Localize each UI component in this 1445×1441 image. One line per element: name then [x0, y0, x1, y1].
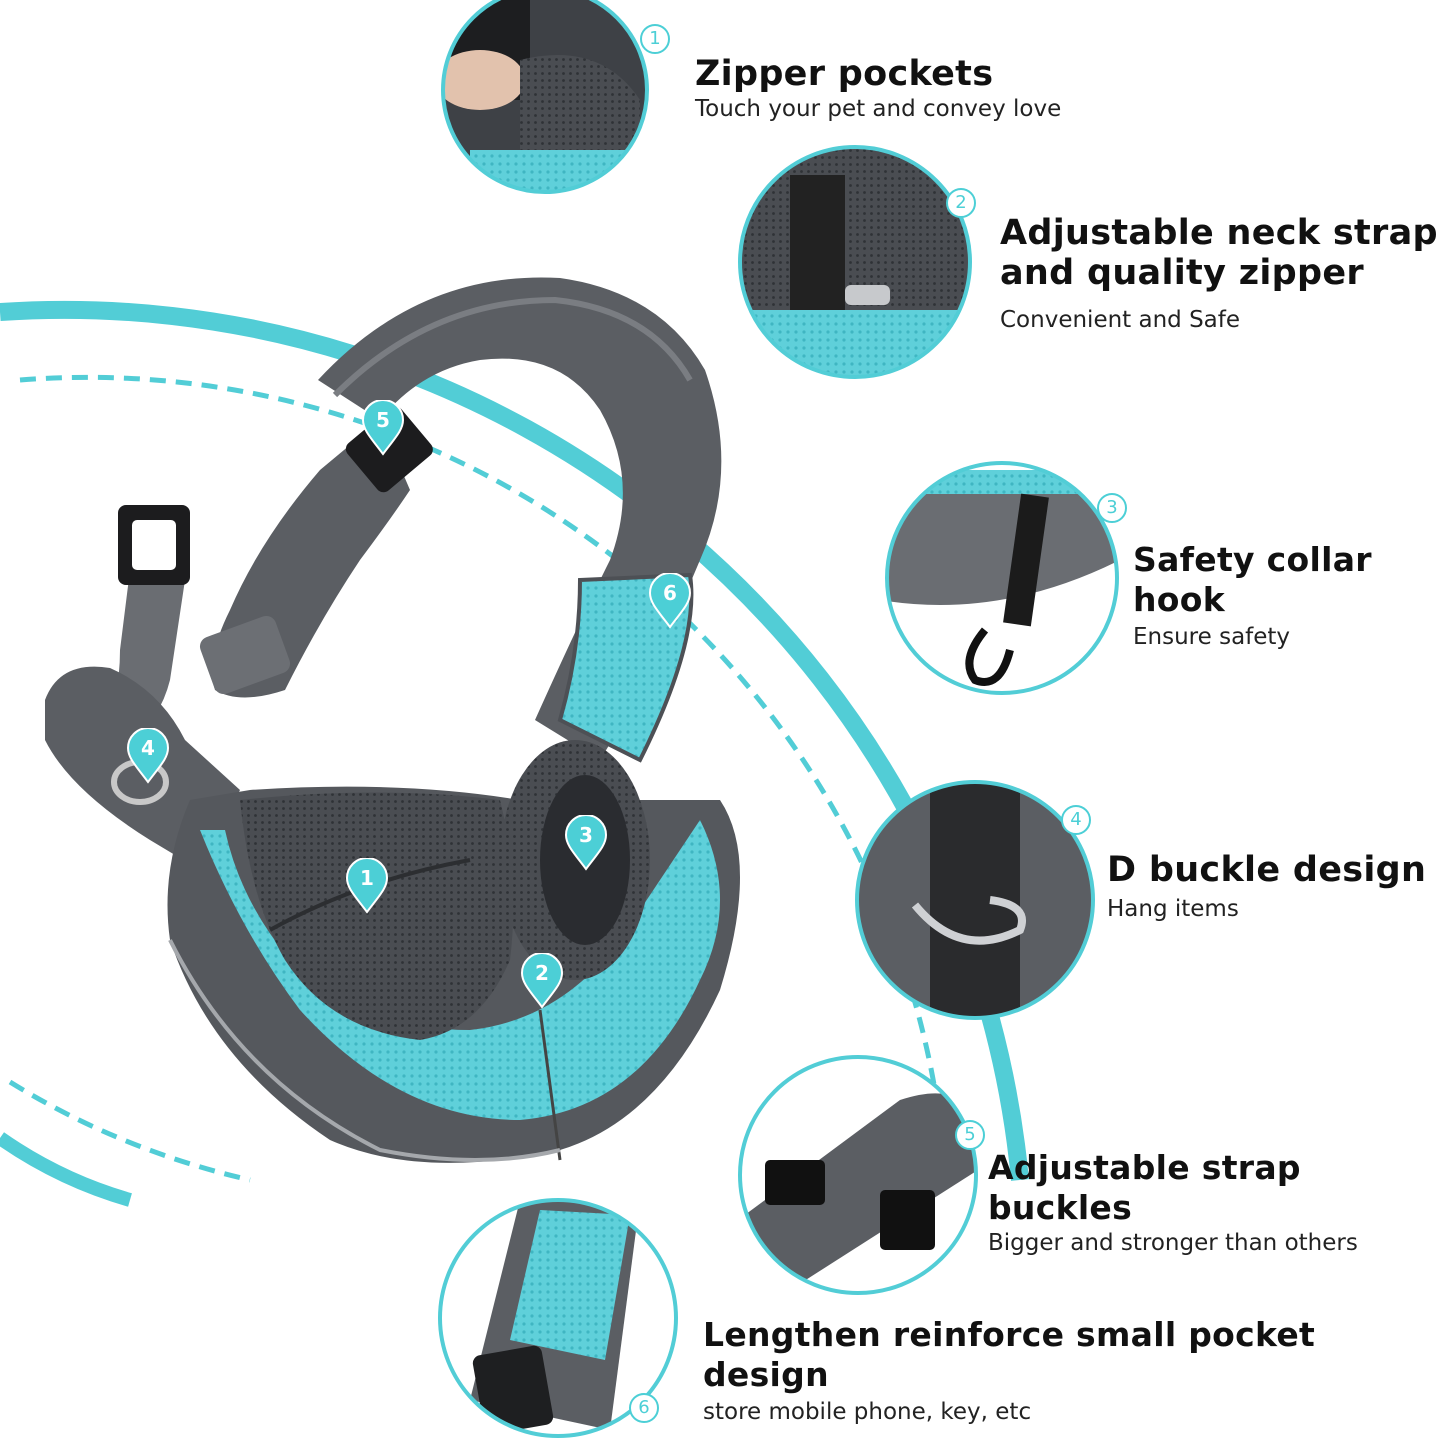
- feature-title: Adjustable neck strap and quality zipper: [1000, 213, 1438, 293]
- feature-subtitle: Ensure safety: [1133, 624, 1291, 650]
- feature-zipper-pockets: Zipper pockets Touch your pet and convey…: [695, 54, 1395, 124]
- feature-small-pocket: Lengthen reinforce small pocket design s…: [703, 1315, 1433, 1427]
- feature-strap-buckles: Adjustable strap buckles Bigger and stro…: [988, 1148, 1438, 1258]
- location-pin-icon: 2: [520, 952, 564, 1009]
- outer-arc-low: [0, 1132, 132, 1207]
- pin-number: 3: [579, 823, 593, 847]
- feature-subtitle: Touch your pet and convey love: [695, 96, 1062, 122]
- location-pin-icon: 4: [126, 727, 170, 784]
- feature-title: Lengthen reinforce small pocket design: [703, 1315, 1316, 1394]
- pin-number: 1: [360, 866, 374, 890]
- inset-strap-buckle: [740, 1057, 976, 1293]
- feature-subtitle: store mobile phone, key, etc: [703, 1399, 1032, 1425]
- feature-number-badge-icon: 5: [955, 1120, 985, 1150]
- feature-neck-strap: Adjustable neck strap and quality zipper…: [1000, 213, 1440, 335]
- pin-number: 2: [535, 961, 549, 985]
- location-pin-icon: 1: [345, 857, 389, 914]
- feature-number-badge-icon: 6: [629, 1393, 659, 1423]
- sling-bag-illustration: [45, 277, 740, 1163]
- inset-d-buckle: [857, 782, 1093, 1018]
- feature-subtitle: Hang items: [1107, 896, 1239, 922]
- feature-title: Adjustable strap buckles: [988, 1148, 1301, 1227]
- pin-number: 6: [663, 581, 677, 605]
- feature-number-badge-icon: 3: [1097, 493, 1127, 523]
- feature-title: Zipper pockets: [695, 54, 994, 94]
- feature-number-badge-icon: 4: [1061, 805, 1091, 835]
- location-pin-icon: 6: [648, 572, 692, 629]
- feature-number-badge-icon: 1: [640, 24, 670, 54]
- inset-small-pocket: [440, 1200, 676, 1436]
- location-pin-icon: 3: [564, 814, 608, 871]
- feature-d-buckle: D buckle design Hang items: [1107, 850, 1437, 924]
- location-pin-icon: 5: [361, 399, 405, 456]
- pin-number: 5: [376, 408, 390, 432]
- pin-number: 4: [141, 736, 155, 760]
- feature-subtitle: Convenient and Safe: [1000, 307, 1241, 333]
- feature-collar-hook: Safety collar hook Ensure safety: [1133, 540, 1443, 652]
- inset-collar-hook: [887, 463, 1117, 693]
- feature-number-badge-icon: 2: [946, 188, 976, 218]
- feature-title: Safety collar hook: [1133, 540, 1372, 619]
- dashed-arc-low: [8, 1079, 251, 1183]
- inset-zipper-pocket: [443, 0, 647, 192]
- inset-neck-strap: [740, 147, 970, 377]
- feature-subtitle: Bigger and stronger than others: [988, 1230, 1358, 1256]
- feature-title: D buckle design: [1107, 850, 1427, 890]
